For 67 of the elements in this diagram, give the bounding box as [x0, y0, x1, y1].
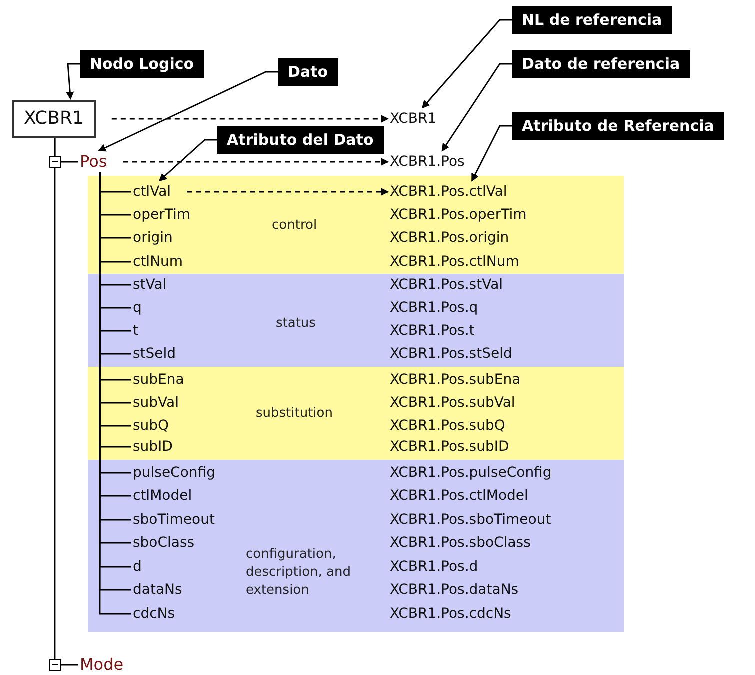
leader-line	[471, 125, 512, 182]
attribute-name: dataNs	[133, 580, 182, 600]
reference-path: XCBR1.Pos.ctlNum	[390, 252, 520, 272]
reference-path: XCBR1.Pos.q	[390, 298, 478, 318]
attribute-name: origin	[133, 228, 173, 248]
reference-path: XCBR1.Pos.ctlModel	[390, 486, 528, 506]
tree-item: Mode	[80, 655, 124, 675]
attribute-name: sboClass	[133, 533, 195, 553]
leader-line	[442, 63, 512, 152]
attribute-name: cdcNs	[133, 604, 176, 624]
reference-path: XCBR1.Pos.origin	[390, 228, 510, 248]
leader-line	[66, 63, 80, 100]
reference-path: XCBR1.Pos.cdcNs	[390, 604, 512, 624]
callout-label: Atributo del Dato	[217, 126, 384, 154]
callout-label: NL de referencia	[512, 6, 672, 34]
reference-path: XCBR1.Pos	[390, 152, 465, 172]
tree-line	[54, 138, 78, 666]
group-label: status	[276, 315, 316, 333]
logical-node-box: XCBR1	[12, 100, 96, 138]
attribute-name: subQ	[133, 416, 170, 436]
reference-path: XCBR1.Pos.subEna	[390, 370, 521, 390]
reference-path: XCBR1.Pos.subVal	[390, 393, 516, 413]
reference-path: XCBR1.Pos.sboTimeout	[390, 510, 552, 530]
group-band	[88, 460, 624, 632]
attribute-name: ctlModel	[133, 486, 192, 506]
attribute-name: q	[133, 298, 142, 318]
tree-item: Pos	[80, 152, 108, 172]
dashed-arrow	[187, 188, 389, 196]
callout-label: Dato	[278, 58, 338, 86]
attribute-name: subVal	[133, 393, 180, 413]
attribute-name: ctlNum	[133, 252, 184, 272]
callout-label: Atributo de Referencia	[512, 112, 724, 140]
attribute-name: sboTimeout	[133, 510, 215, 530]
leader-line	[422, 19, 512, 109]
attribute-name: ctlVal	[133, 182, 172, 202]
dashed-arrow	[123, 158, 389, 166]
attribute-name: d	[133, 557, 142, 577]
group-label: substitution	[256, 405, 333, 423]
callout-label: Nodo Logico	[80, 50, 204, 78]
attribute-name: subID	[133, 437, 173, 457]
reference-path: XCBR1.Pos.d	[390, 557, 478, 577]
group-label: control	[272, 217, 318, 235]
leader-line	[158, 139, 217, 182]
attribute-name: t	[133, 321, 138, 341]
attribute-name: stSeld	[133, 344, 176, 364]
leader-line	[98, 71, 278, 152]
reference-path: XCBR1.Pos.subQ	[390, 416, 506, 436]
group-band	[88, 274, 624, 367]
attribute-name: operTim	[133, 205, 190, 225]
reference-path: XCBR1.Pos.stSeld	[390, 344, 512, 364]
group-band	[88, 176, 624, 274]
reference-path: XCBR1.Pos.operTim	[390, 205, 527, 225]
reference-path: XCBR1.Pos.pulseConfig	[390, 463, 552, 483]
reference-path: XCBR1.Pos.sboClass	[390, 533, 531, 553]
callout-label: Dato de referencia	[512, 50, 690, 78]
dashed-arrow	[112, 115, 389, 123]
attribute-name: stVal	[133, 275, 167, 295]
group-band	[88, 367, 624, 460]
reference-path: XCBR1.Pos.stVal	[390, 275, 504, 295]
reference-path: XCBR1.Pos.dataNs	[390, 580, 519, 600]
reference-path: XCBR1.Pos.subID	[390, 437, 510, 457]
attribute-name: subEna	[133, 370, 184, 390]
reference-path: XCBR1	[390, 109, 437, 129]
reference-path: XCBR1.Pos.ctlVal	[390, 182, 508, 202]
group-label: configuration, description, and extension	[246, 546, 352, 600]
reference-path: XCBR1.Pos.t	[390, 321, 475, 341]
attribute-name: pulseConfig	[133, 463, 216, 483]
